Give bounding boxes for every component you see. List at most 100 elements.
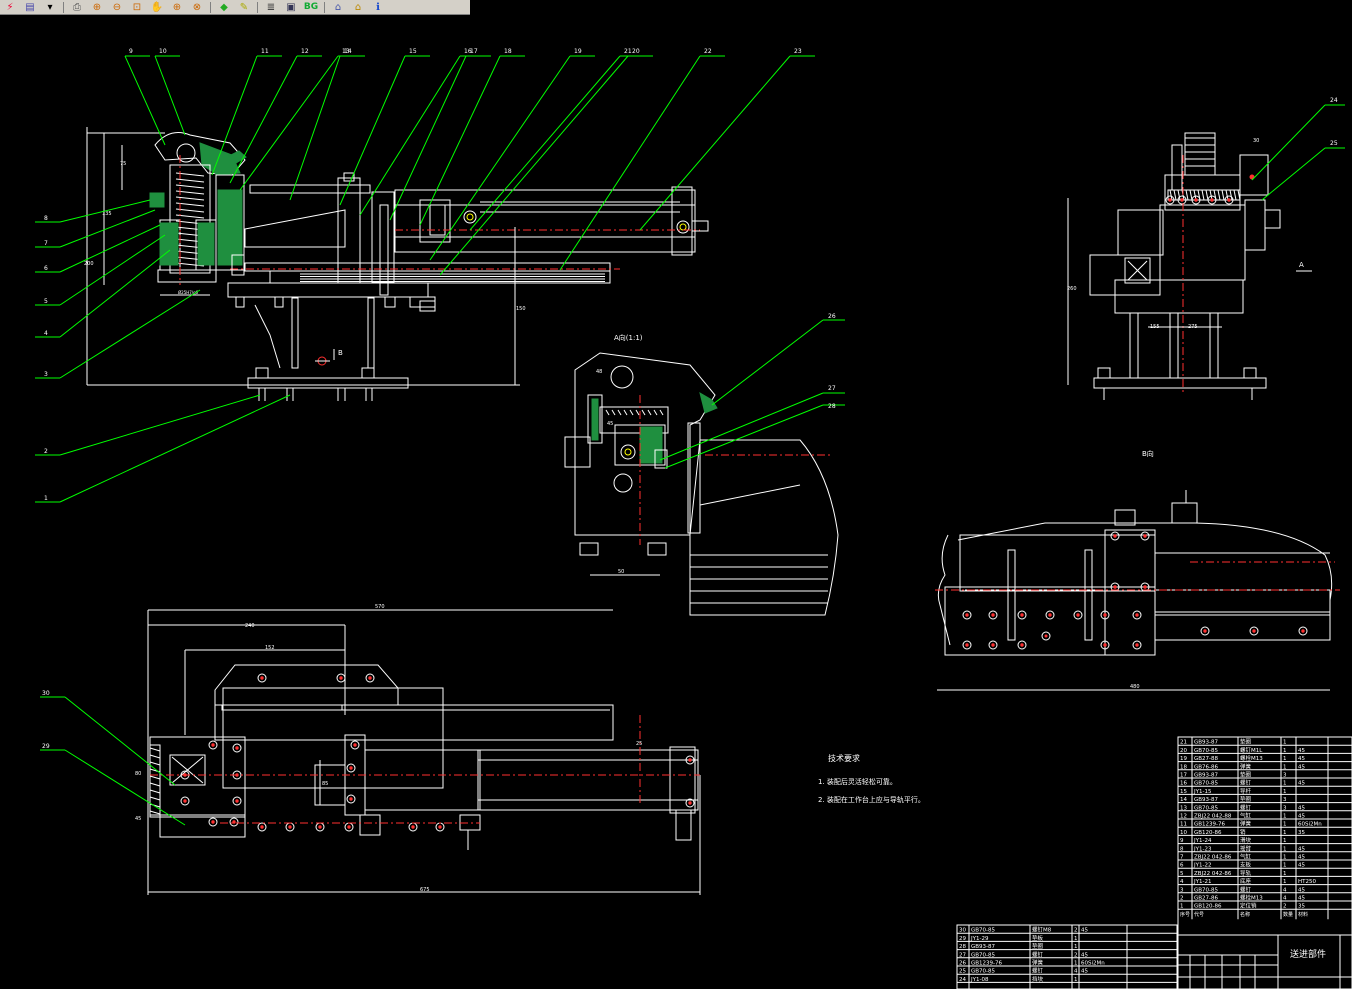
end-dim-text: 260 — [1067, 286, 1077, 292]
print-icon[interactable]: ⎙ — [73, 1, 81, 13]
home-icon[interactable]: ⌂ — [334, 1, 342, 13]
callout-number-6: 6 — [44, 265, 48, 272]
open-drawing-icon[interactable]: ▤ — [25, 1, 35, 13]
layout-icon[interactable]: ▣ — [286, 1, 296, 13]
bom-cell: 25 — [959, 969, 966, 975]
bom-cell: GB70-85 — [971, 928, 996, 934]
bom-cell: GB93-87 — [971, 944, 996, 950]
layers-icon[interactable]: ≣ — [266, 1, 276, 13]
bom-cell: 5 — [1180, 871, 1184, 877]
leader-line — [359, 55, 461, 216]
regen-icon[interactable]: ◆ — [220, 1, 228, 13]
clamp-body — [215, 174, 245, 271]
tie-rod-center — [466, 213, 474, 221]
bom-cell: 垫圈 — [1032, 942, 1044, 950]
zoom-all-icon[interactable]: ⊗ — [192, 1, 202, 13]
bom-cell: 45 — [1298, 805, 1305, 811]
plan-teeth-line — [149, 810, 161, 815]
bom-cell: JY1-15 — [1193, 789, 1212, 795]
tech-title: 技术要求 — [828, 753, 860, 763]
a-diag — [699, 484, 801, 506]
bolt-center — [183, 799, 187, 803]
bom-cell: 螺钉 — [1240, 885, 1252, 893]
bom-cell: GB1239-76 — [1194, 822, 1226, 828]
title-block — [1177, 934, 1352, 989]
tools-icon[interactable]: ✎ — [239, 1, 249, 13]
a-dim-50: 50 — [618, 569, 624, 575]
bom-cell: 12 — [1180, 814, 1187, 820]
bom-cell: 摇臂 — [1240, 844, 1252, 852]
bom-cell: GB93-87 — [1194, 773, 1219, 779]
leader-line — [1261, 147, 1326, 201]
callout-number-13: 13 — [342, 48, 350, 55]
plan-teeth-line — [149, 782, 161, 787]
zoom-window-icon[interactable]: ⊡ — [132, 1, 142, 13]
bom-cell: GB70-85 — [971, 969, 996, 975]
spring-coil — [175, 196, 205, 201]
info-icon[interactable]: ℹ — [376, 1, 380, 13]
bolt-hole — [1165, 195, 1175, 205]
bom-cell: GB76-86 — [1194, 764, 1219, 770]
end-top-block — [1184, 132, 1216, 176]
bom-cell: 19 — [1180, 756, 1187, 762]
end-mark — [1249, 174, 1255, 180]
dropdown-arrow-icon[interactable]: ▾ — [47, 1, 53, 13]
bolt-hole — [1298, 626, 1308, 636]
piston-detail — [429, 204, 446, 236]
pan-hand-icon[interactable]: ✋ — [150, 1, 164, 13]
rack-tooth — [1177, 189, 1181, 201]
pivot-pin — [176, 143, 196, 163]
callout-number-2: 2 — [44, 448, 48, 455]
bom-cell: 2 — [1180, 896, 1184, 902]
mount-plate — [379, 204, 389, 296]
bolt-center — [1048, 613, 1052, 617]
bom-cell: 2 — [1074, 928, 1078, 934]
a-spring — [605, 409, 610, 416]
toolbar-separator — [257, 1, 258, 13]
callout-number-8: 8 — [44, 215, 48, 222]
end-bracket-lower — [1244, 199, 1266, 251]
plan-cylinder — [477, 749, 699, 811]
bom-cell: GB70-85 — [971, 952, 996, 958]
a-roller — [610, 365, 634, 389]
plan-dim-text: 80 — [135, 771, 141, 777]
bom-cell: GB27-88 — [1194, 756, 1219, 762]
callout-number-5: 5 — [44, 298, 48, 305]
bom-cell: 18 — [1180, 764, 1187, 770]
leader-line — [1251, 104, 1326, 181]
bom-cell: 螺钉 — [1032, 950, 1044, 958]
house-icon[interactable]: ⌂ — [354, 1, 362, 13]
background-toggle[interactable]: BG — [303, 2, 319, 12]
bom-cell: 螺栓M13 — [1240, 754, 1263, 762]
bom-cell: 1 — [1283, 830, 1287, 836]
end-base-plate — [1093, 377, 1267, 389]
cad-logo-icon[interactable]: ⚡ — [6, 1, 14, 13]
callout-number-14: 14 — [344, 48, 352, 55]
zoom-out-icon[interactable]: ⊖ — [112, 1, 122, 13]
bom-cell: 35 — [1298, 830, 1305, 836]
leader-line — [711, 319, 824, 406]
bom-cell: 11 — [1180, 822, 1187, 828]
zoom-in-icon[interactable]: ⊕ — [92, 1, 102, 13]
a-spring — [623, 409, 628, 416]
leader-line — [211, 55, 258, 176]
bracket-bolt — [343, 172, 355, 182]
spring-coil — [175, 184, 205, 189]
stop-hatch — [149, 192, 165, 208]
slide-table — [227, 282, 429, 298]
a-slot — [599, 406, 669, 434]
end-guide — [1171, 144, 1183, 191]
arm-top — [249, 184, 371, 194]
fitting — [691, 220, 709, 232]
bom-header-cell: 序号 — [1180, 911, 1190, 918]
bolt-hole — [180, 796, 190, 806]
bolt-center — [438, 825, 442, 829]
bom-cell: 1 — [1283, 855, 1287, 861]
zoom-previous-icon[interactable]: ⊕ — [172, 1, 182, 13]
leader-line — [664, 404, 824, 469]
a-side-lug — [564, 436, 591, 468]
bolt-hole — [1017, 610, 1027, 620]
plan-teeth-line — [149, 747, 161, 752]
